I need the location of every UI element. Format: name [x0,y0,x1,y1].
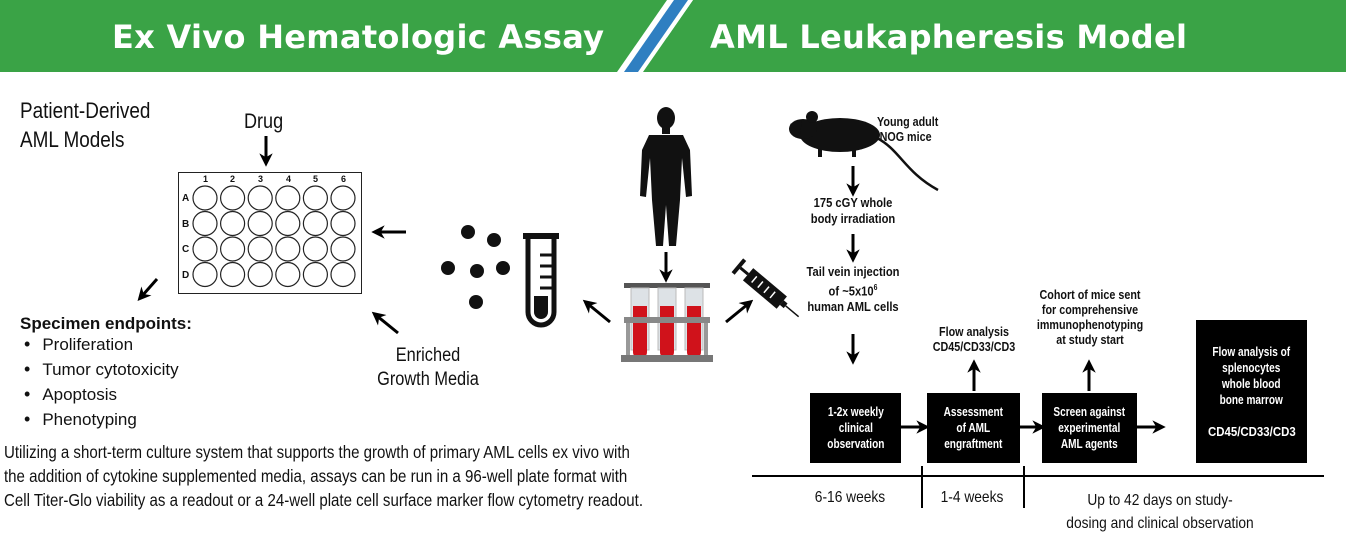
plate-col-label: 2 [230,174,236,184]
plate-well [302,261,328,288]
plate-row-label: C [182,244,190,255]
plate-well [247,210,273,237]
plate-well [192,210,218,237]
test-tube-icon [523,233,559,328]
plate-well [302,185,328,211]
timeline-label-2: 1-4 weeks [940,489,1004,506]
step-box-flow-analysis: Flow analysis of splenocytes whole blood… [1196,320,1307,463]
plate-well [192,261,218,288]
arrow-to-syringe [725,299,754,324]
plate-well [302,236,328,262]
plate-row-label: A [182,193,190,204]
plate-well [275,185,301,211]
plate-well [220,185,246,211]
plate-well [275,261,301,288]
timeline-label-1: 6-16 weeks [814,489,886,506]
endpoint-item: Proliferation [24,332,179,357]
mouse-icon [789,111,939,192]
plate-well [247,236,273,262]
section-title: Patient-Derived AML Models [20,98,151,152]
plate-well [330,210,356,237]
plate-col-label: 3 [258,174,264,184]
flow-note: Flow analysis CD45/CD33/CD3 [932,325,1016,354]
right-header-title: AML Leukapheresis Model Overview [710,18,1188,130]
plate-well [220,210,246,237]
drug-label: Drug [244,110,284,133]
plate-well [192,185,218,211]
plate-well [247,261,273,288]
plate-well [330,261,356,288]
injection-step: Tail vein injection of ~5x106 human AML … [806,264,900,315]
step-box-screen: Screen against experimental AML agents [1042,393,1137,463]
media-label: Enriched Growth Media [377,345,479,390]
header-banner [0,0,1346,72]
mice-label: Young adult NOG mice [877,115,939,144]
blood-tubes-icon [621,283,713,362]
arrow-to-endpoints [137,278,159,302]
syringe-icon [731,258,800,318]
plate-col-label: 5 [313,174,319,184]
banner-left-green [0,0,667,72]
plate-well [247,185,273,211]
description-paragraph: Utilizing a short-term culture system th… [4,442,644,510]
well-plate [178,172,362,294]
plate-col-label: 4 [286,174,292,184]
banner-right-green [643,0,1346,72]
plate-well [330,185,356,211]
plate-row-label: B [182,219,190,230]
plate-col-label: 1 [203,174,209,184]
plate-well [275,236,301,262]
plate-well [275,210,301,237]
plate-well [220,261,246,288]
plate-well [302,210,328,237]
endpoint-item: Apoptosis [24,382,179,407]
endpoint-item: Phenotyping [24,407,179,432]
plate-well [330,236,356,262]
arrow-to-media [371,311,399,335]
cohort-note: Cohort of mice sent for comprehensive im… [1036,288,1144,347]
plate-well [192,236,218,262]
step-box-observation: 1-2x weekly clinical observation [810,393,901,463]
timeline-label-3: Up to 42 days on study- dosing and clini… [1066,492,1254,532]
final-box-markers: CD45/CD33/CD3 [1207,423,1296,439]
plate-well [220,236,246,262]
banner-divider-blue [624,0,688,72]
endpoints-title: Specimen endpoints: [20,314,192,333]
plate-row-label: D [182,270,190,281]
left-header-title: Ex Vivo Hematologic Assay [112,18,605,56]
endpoint-item: Tumor cytotoxicity [24,357,178,382]
arrow-to-test-tube [582,299,611,324]
plate-col-label: 6 [341,174,347,184]
cells-icon [441,225,510,309]
irradiation-step: 175 cGY whole body irradiation [810,195,896,226]
endpoints-list: Proliferation Tumor cytotoxicity Apoptos… [24,332,179,432]
step-box-engraftment: Assessment of AML engraftment [927,393,1020,463]
human-silhouette-icon [640,107,692,246]
